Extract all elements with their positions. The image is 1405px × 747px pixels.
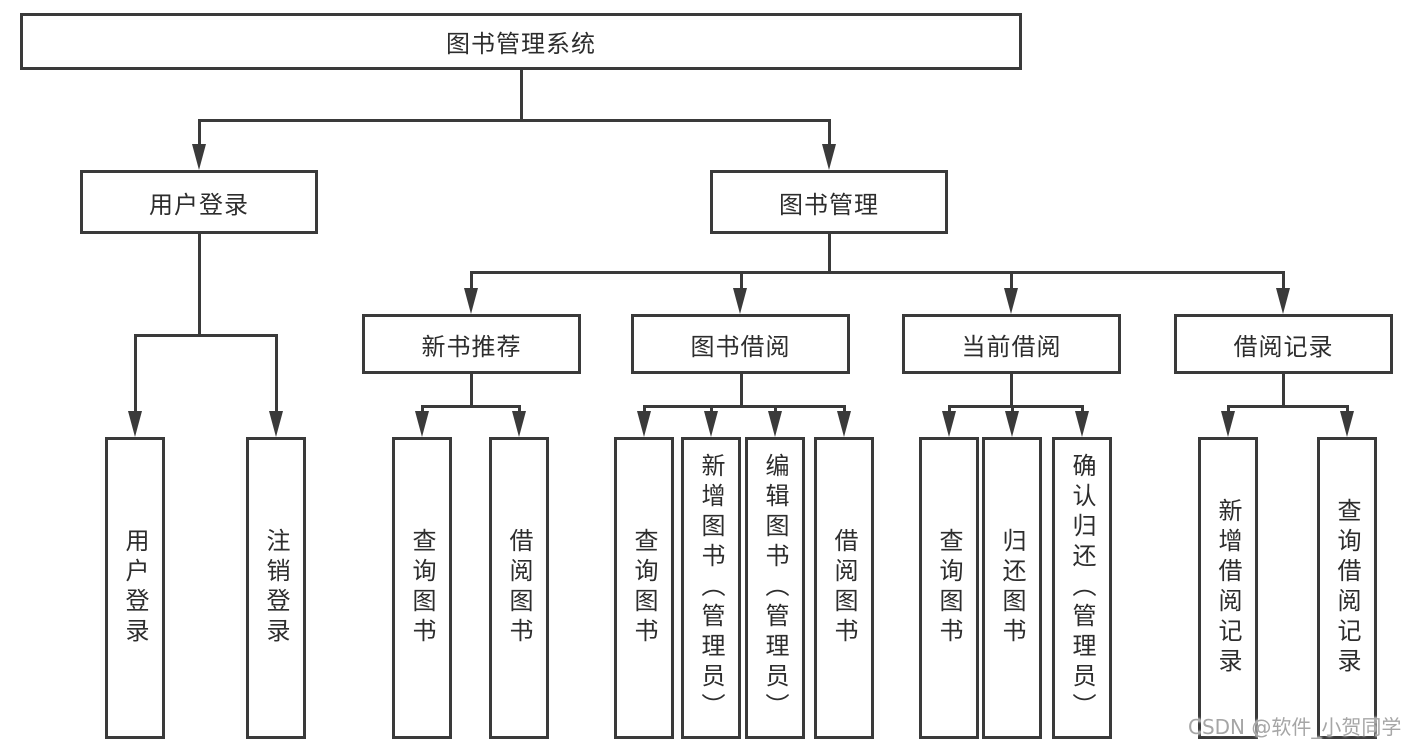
connector-stem: [740, 271, 743, 290]
arrow-down-icon: [415, 411, 429, 437]
arrow-down-icon: [942, 411, 956, 437]
connector-stem: [1081, 405, 1084, 413]
connector-stem: [828, 234, 831, 273]
connector-stem: [774, 405, 777, 413]
connector-stem: [1010, 271, 1013, 290]
arrow-down-icon: [1005, 411, 1019, 437]
node-user-login: 用户登录: [80, 170, 318, 234]
leaf-add-book-admin: 新增图书（管理员）: [681, 437, 741, 739]
leaf-query-borrow-record: 查询借阅记录: [1317, 437, 1377, 739]
connector-stem: [1010, 374, 1013, 407]
connector-stem: [843, 405, 846, 413]
connector-userlogin-hbar: [134, 334, 277, 337]
leaf-user-login: 用户登录: [105, 437, 165, 739]
arrow-down-icon: [1075, 411, 1089, 437]
watermark: CSDN @软件_小贺同学: [1188, 715, 1402, 739]
arrow-down-icon: [512, 411, 526, 437]
arrow-down-icon: [704, 411, 718, 437]
arrow-down-icon: [1004, 288, 1018, 314]
connector-stem: [198, 119, 201, 146]
arrow-down-icon: [822, 144, 836, 170]
connector-stem: [1227, 405, 1230, 413]
connector-stem: [643, 405, 646, 413]
leaf-query-books-borrowing: 查询图书: [614, 437, 674, 739]
leaf-borrow-books-borrowing: 借阅图书: [814, 437, 874, 739]
node-current-borrowing: 当前借阅: [902, 314, 1121, 374]
connector-current-hbar: [948, 405, 1082, 408]
connector-stem: [1282, 374, 1285, 407]
connector-stem: [740, 374, 743, 407]
node-library-management-system: 图书管理系统: [20, 13, 1022, 70]
connector-stem: [470, 374, 473, 407]
leaf-query-books-current: 查询图书: [919, 437, 979, 739]
connector-stem: [275, 334, 278, 413]
connector-borrowing-hbar: [643, 405, 844, 408]
connector-level1-hbar: [198, 119, 830, 122]
leaf-add-borrow-record: 新增借阅记录: [1198, 437, 1258, 739]
arrow-down-icon: [637, 411, 651, 437]
arrow-down-icon: [192, 144, 206, 170]
arrow-down-icon: [837, 411, 851, 437]
node-book-management: 图书管理: [710, 170, 948, 234]
connector-stem: [198, 234, 201, 335]
leaf-confirm-return-admin: 确认归还（管理员）: [1052, 437, 1112, 739]
node-book-borrowing: 图书借阅: [631, 314, 850, 374]
leaf-edit-book-admin: 编辑图书（管理员）: [745, 437, 805, 739]
connector-stem: [828, 119, 831, 146]
leaf-query-books-recommend: 查询图书: [392, 437, 452, 739]
connector-stem: [470, 271, 473, 290]
node-new-book-recommend: 新书推荐: [362, 314, 581, 374]
connector-stem: [518, 405, 521, 413]
connector-stem: [421, 405, 424, 413]
arrow-down-icon: [1221, 411, 1235, 437]
leaf-return-books: 归还图书: [982, 437, 1042, 739]
arrow-down-icon: [768, 411, 782, 437]
connector-stem: [948, 405, 951, 413]
arrow-down-icon: [1276, 288, 1290, 314]
arrow-down-icon: [269, 411, 283, 437]
connector-level2-hbar: [470, 271, 1284, 274]
node-borrowing-records: 借阅记录: [1174, 314, 1393, 374]
connector-recommend-hbar: [421, 405, 519, 408]
arrow-down-icon: [128, 411, 142, 437]
connector-stem: [1011, 405, 1014, 413]
connector-records-hbar: [1227, 405, 1347, 408]
connector-stem: [1346, 405, 1349, 413]
connector-stem: [134, 334, 137, 413]
arrow-down-icon: [1340, 411, 1354, 437]
arrow-down-icon: [733, 288, 747, 314]
connector-root-stem: [520, 70, 523, 120]
connector-stem: [1282, 271, 1285, 290]
connector-stem: [710, 405, 713, 413]
leaf-borrow-books-recommend: 借阅图书: [489, 437, 549, 739]
leaf-logout: 注销登录: [246, 437, 306, 739]
arrow-down-icon: [464, 288, 478, 314]
